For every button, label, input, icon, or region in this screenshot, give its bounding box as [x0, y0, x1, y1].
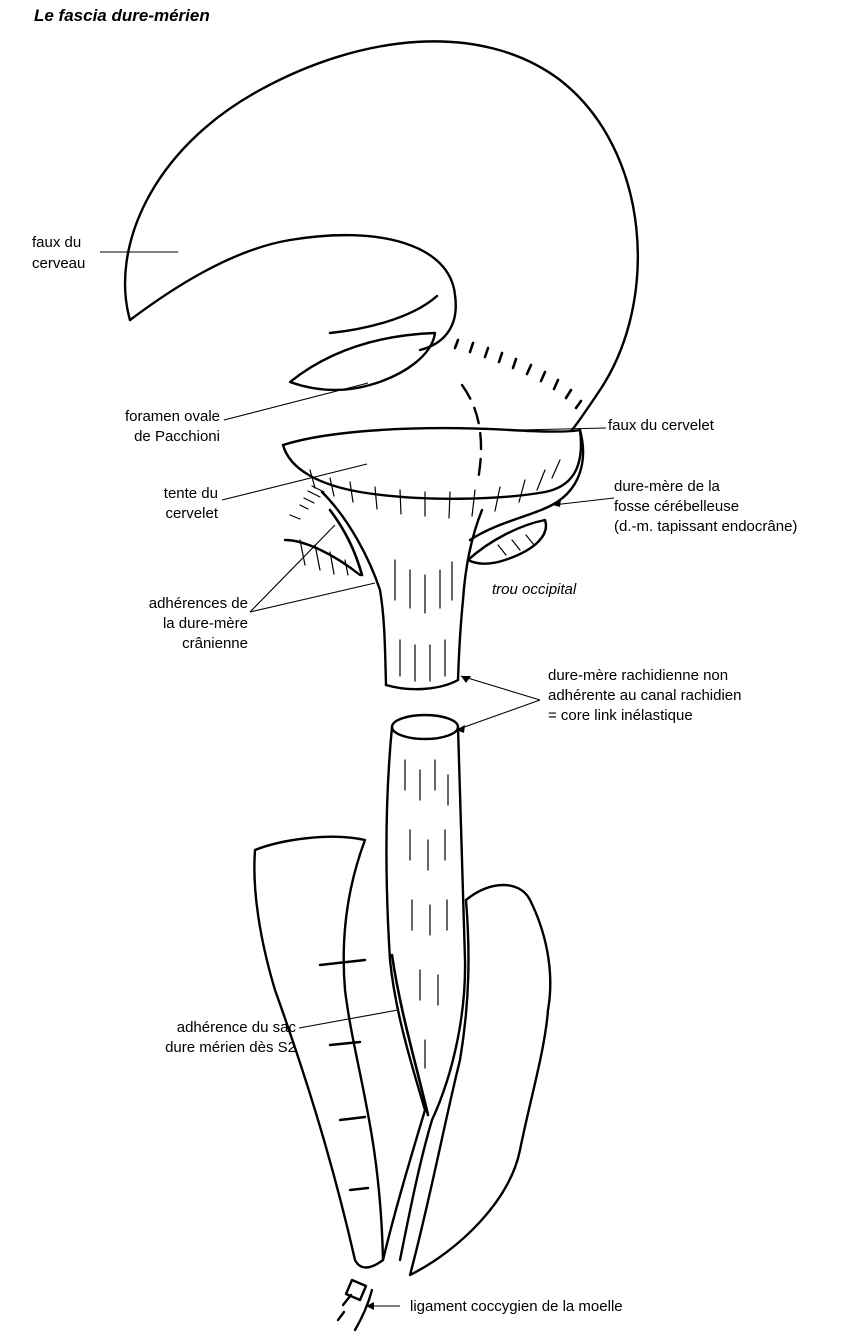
label-foramen-1: foramen ovale [125, 408, 220, 425]
label-sac-1: adhérence du sac [177, 1019, 297, 1036]
falx-cerebelli-hatching [453, 338, 583, 482]
foramen-magnum-funnel [283, 485, 548, 691]
label-adherences-2: la dure-mère [163, 615, 248, 632]
label-faux-cerveau-2: cerveau [32, 255, 85, 272]
label-ligament: ligament coccygien de la moelle [410, 1298, 623, 1315]
label-rachi-3: = core link inélastique [548, 707, 693, 724]
tentorium-cerebelli [281, 426, 585, 542]
arrowheads [366, 499, 561, 1310]
label-adherences-3: crânienne [182, 635, 248, 652]
label-faux-cerveau-1: faux du [32, 234, 81, 251]
label-dm-fosse-1: dure-mère de la [614, 478, 721, 495]
label-foramen-2: de Pacchioni [134, 428, 220, 445]
label-adherences-1: adhérences de [149, 595, 248, 612]
label-rachi-2: adhérente au canal rachidien [548, 687, 741, 704]
label-tente-2: cervelet [165, 505, 218, 522]
label-dm-fosse-2: fosse cérébelleuse [614, 498, 739, 515]
label-trou-occipital: trou occipital [492, 581, 577, 598]
label-tente-1: tente du [164, 485, 218, 502]
label-dm-fosse-3: (d.-m. tapissant endocrâne) [614, 518, 797, 535]
falx-cerebri [123, 40, 639, 432]
page-title: Le fascia dure-mérien [34, 6, 210, 25]
sacrum [253, 835, 552, 1332]
leader-lines [100, 251, 615, 1307]
label-faux-cervelet: faux du cervelet [608, 417, 715, 434]
label-rachi-1: dure-mère rachidienne non [548, 667, 728, 684]
label-sac-2: dure mérien dès S2 [165, 1039, 296, 1056]
spinal-dura-tube [381, 713, 467, 1262]
diagram-labels: faux du cerveau foramen ovale de Pacchio… [32, 234, 797, 1315]
